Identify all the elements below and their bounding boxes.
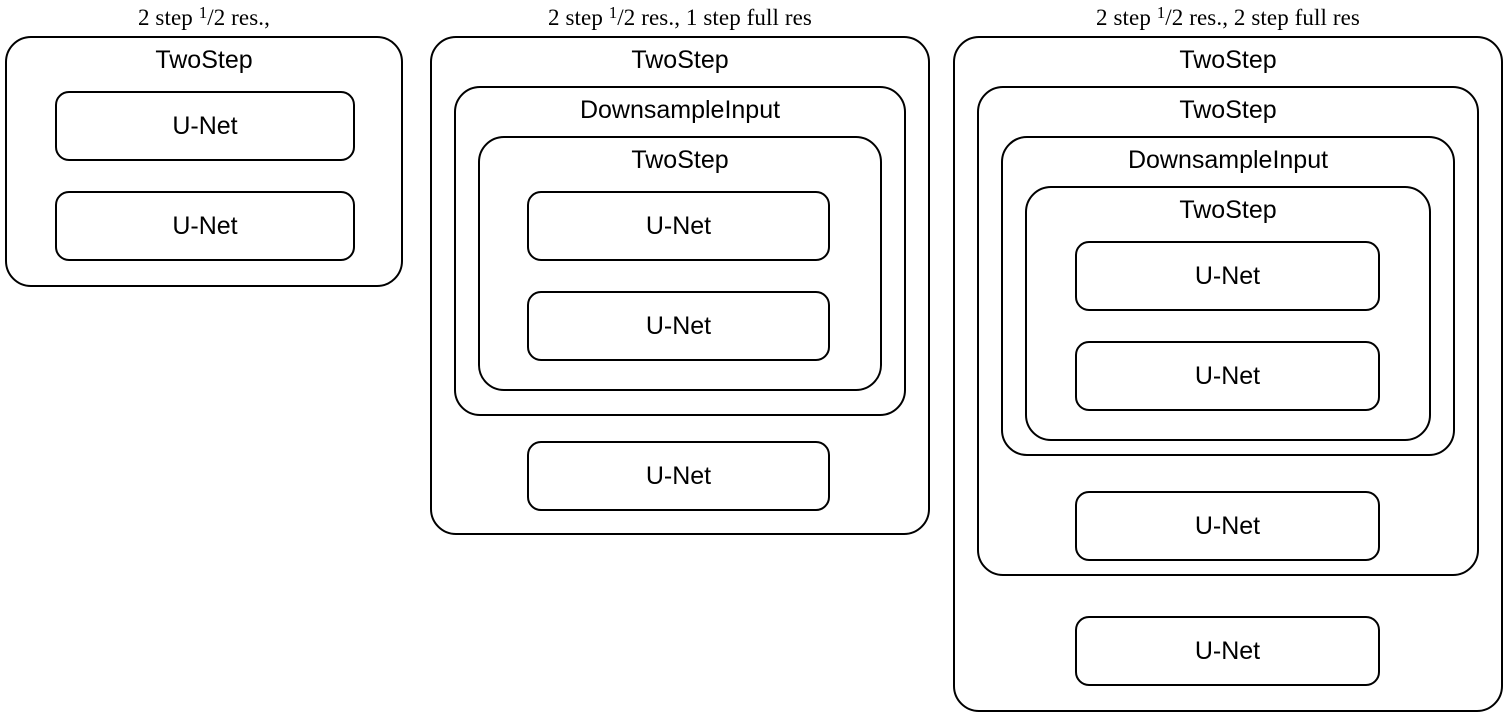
panel-3-unet-3[interactable]: U-Net <box>1075 491 1380 561</box>
panel-3-caption-fraction: 1/2 res., <box>1156 3 1234 31</box>
panel-1-unet-1[interactable]: U-Net <box>55 91 355 161</box>
panel-1-unet-2-label: U-Net <box>172 212 238 240</box>
panel-3-unet-3-label: U-Net <box>1194 512 1261 540</box>
panel-3-unet-2[interactable]: U-Net <box>1075 341 1380 411</box>
panel-2-unet-3[interactable]: U-Net <box>527 441 830 511</box>
panel-3-twostep-inner-label: TwoStep <box>1179 196 1277 224</box>
panel-2-caption: 2 step 1/2 res., 1 step full res <box>430 4 930 29</box>
panel-2-caption-numerator: 1 <box>608 3 618 22</box>
panel-3-unet-4[interactable]: U-Net <box>1075 616 1380 686</box>
panel-2-twostep-inner-label: TwoStep <box>631 146 729 174</box>
panel-3-caption-suffix: 2 step full res <box>1233 5 1360 31</box>
panel-1-caption-numerator: 1 <box>198 3 208 22</box>
panel-1-caption-prefix: 2 step <box>137 5 199 31</box>
panel-3-caption: 2 step 1/2 res., 2 step full res <box>953 4 1503 29</box>
panel-3-unet-4-label: U-Net <box>1194 637 1261 665</box>
panel-1-twostep-outer-label: TwoStep <box>155 46 253 74</box>
panel-2-downsampleinput-label: DownsampleInput <box>579 96 781 124</box>
panel-2-twostep-outer-label: TwoStep <box>631 46 729 74</box>
panel-3-caption-denominator: /2 res., <box>1165 5 1234 31</box>
panel-2-caption-prefix: 2 step <box>548 5 609 31</box>
panel-2-unet-3-label: U-Net <box>645 462 712 490</box>
panel-1-unet-1-label: U-Net <box>172 112 238 140</box>
panel-2-caption-fraction: 1/2 res., <box>608 3 686 31</box>
panel-2-unet-2-label: U-Net <box>645 312 712 340</box>
panel-1-caption-denominator: /2 res., <box>207 5 270 31</box>
panel-3-unet-2-label: U-Net <box>1194 362 1261 390</box>
panel-1-unet-2[interactable]: U-Net <box>55 191 355 261</box>
panel-1-caption-fraction: 1/2 res., <box>198 3 270 31</box>
panel-2-unet-1-label: U-Net <box>645 212 712 240</box>
panel-3-caption-numerator: 1 <box>1156 3 1166 22</box>
panel-3-unet-1-label: U-Net <box>1194 262 1261 290</box>
panel-1-caption: 2 step 1/2 res., <box>5 4 403 29</box>
panel-3-twostep-second-label: TwoStep <box>1179 96 1277 124</box>
panel-3-downsampleinput-label: DownsampleInput <box>1127 146 1329 174</box>
panel-3-unet-1[interactable]: U-Net <box>1075 241 1380 311</box>
panel-3-twostep-outer-label: TwoStep <box>1179 46 1277 74</box>
panel-2-caption-denominator: /2 res., <box>617 5 686 31</box>
panel-2-unet-2[interactable]: U-Net <box>527 291 830 361</box>
panel-2-caption-suffix: 1 step full res <box>685 5 812 31</box>
panel-3-caption-prefix: 2 step <box>1096 5 1157 31</box>
panel-2-unet-1[interactable]: U-Net <box>527 191 830 261</box>
